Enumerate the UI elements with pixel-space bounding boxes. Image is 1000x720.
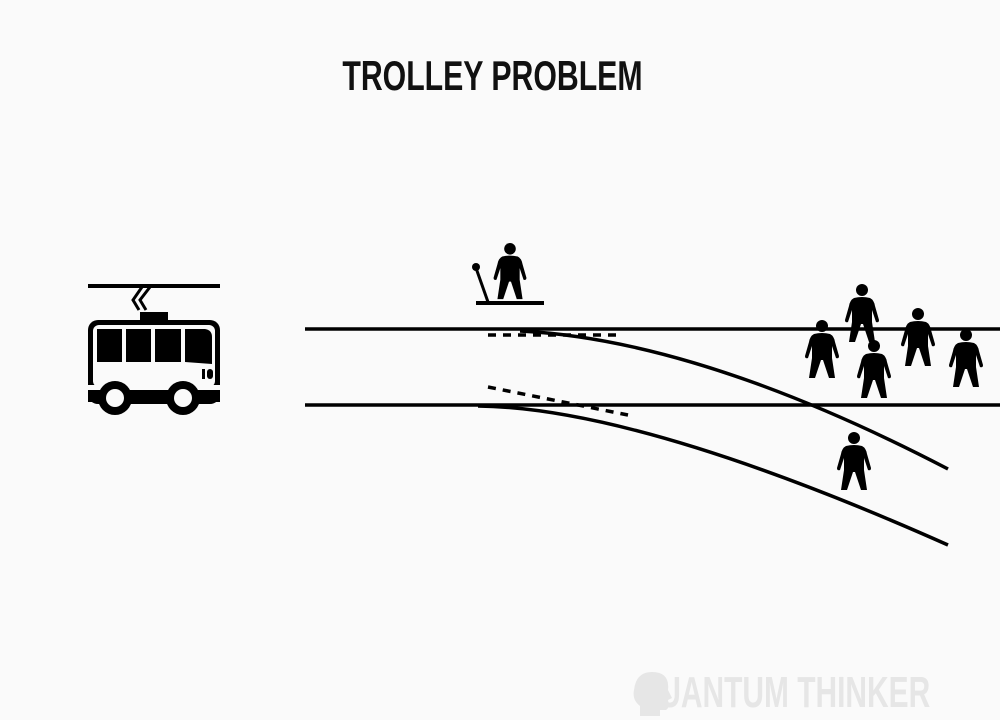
main-track-people: [805, 284, 983, 398]
watermark: QUANTUM THINKER: [636, 668, 1000, 718]
person-icon: [845, 284, 879, 342]
lever-icon[interactable]: [472, 263, 480, 271]
side-track-people: [837, 432, 871, 490]
main-track: [305, 327, 1000, 407]
watermark-text: QUANTUM THINKER: [636, 668, 931, 717]
trolleybus-icon: [88, 284, 220, 415]
lever-platform: [472, 243, 544, 305]
person-icon: [901, 308, 935, 366]
person-icon: [857, 340, 891, 398]
switch-dashed-lines: [487, 333, 629, 417]
diagram-title: TROLLEY PROBLEM: [0, 52, 1000, 100]
person-icon: [949, 329, 983, 387]
brain-head-icon: [633, 672, 672, 716]
person-at-lever-icon: [493, 243, 527, 300]
person-icon: [837, 432, 871, 490]
title-text: TROLLEY PROBLEM: [341, 52, 643, 99]
